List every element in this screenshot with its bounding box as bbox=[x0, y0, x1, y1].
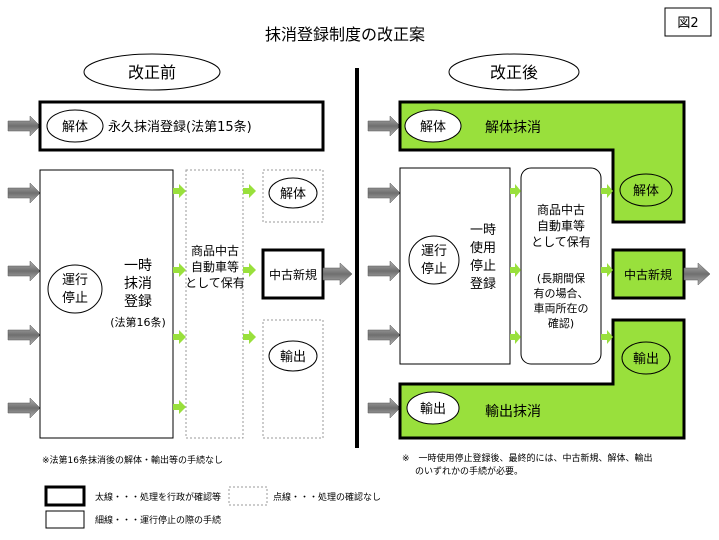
after-dismantle-row-oval bbox=[404, 109, 462, 143]
legend-thin-swatch bbox=[45, 510, 85, 529]
legend-dotted-swatch bbox=[228, 486, 268, 506]
small-arrow bbox=[173, 330, 186, 344]
before-stock-line1: 商品中古 bbox=[191, 243, 239, 258]
legend-thick-swatch bbox=[44, 485, 86, 507]
input-arrow bbox=[7, 182, 41, 204]
after-temp-line1: 一時 bbox=[470, 223, 496, 238]
small-arrow bbox=[601, 263, 613, 277]
before-stock-line3: として保有 bbox=[185, 276, 245, 290]
legend-thick: 太線・・・処理を行政が確認等 bbox=[95, 491, 221, 503]
small-arrow bbox=[243, 330, 256, 344]
before-used-registration: 中古新規 bbox=[269, 267, 317, 282]
after-export: 輸出 bbox=[633, 352, 659, 367]
before-export: 輸出 bbox=[280, 350, 306, 365]
input-arrow bbox=[7, 324, 41, 346]
after-dismantle-row-label: 解体抹消 bbox=[485, 120, 541, 136]
before-permanent-label: 永久抹消登録(法第15条) bbox=[108, 119, 252, 135]
small-arrow bbox=[510, 263, 521, 277]
after-dismantle: 解体 bbox=[633, 184, 659, 199]
after-output-arrow bbox=[683, 262, 711, 286]
after-stock-line3: として保有 bbox=[531, 235, 591, 249]
small-arrow bbox=[510, 184, 521, 198]
after-temp-oval bbox=[408, 235, 460, 285]
small-arrow bbox=[173, 263, 186, 277]
after-dismantle-oval bbox=[619, 173, 673, 207]
after-export-path bbox=[398, 318, 686, 440]
input-arrow bbox=[367, 182, 401, 204]
after-used-registration: 中古新規 bbox=[624, 267, 672, 282]
small-arrow bbox=[510, 330, 521, 344]
after-export-row-oval-text: 輸出 bbox=[420, 402, 446, 417]
before-dismantle: 解体 bbox=[280, 187, 306, 202]
before-export-oval bbox=[268, 340, 318, 372]
input-arrow bbox=[367, 324, 401, 346]
after-temp-oval-line1: 運行 bbox=[421, 244, 447, 259]
before-note: ※法第16条抹消後の解体・輸出等の手続なし bbox=[42, 454, 223, 466]
before-temp-oval-line1: 運行 bbox=[62, 273, 88, 288]
before-dismantle-oval bbox=[268, 177, 318, 209]
before-temp-line2: 抹消 bbox=[124, 276, 152, 292]
legend-dotted: 点線・・・処理の確認なし bbox=[273, 491, 381, 503]
after-header: 改正後 bbox=[490, 63, 538, 82]
before-permanent-oval-text: 解体 bbox=[62, 120, 88, 135]
after-dismantle-path bbox=[398, 100, 686, 224]
diagram-title: 抹消登録制度の改正案 bbox=[265, 25, 425, 44]
after-export-oval bbox=[621, 341, 671, 375]
after-temp-oval-line2: 停止 bbox=[421, 261, 447, 277]
figure-label-box bbox=[664, 7, 712, 37]
input-arrow bbox=[7, 397, 41, 419]
after-stock-line1: 商品中古 bbox=[537, 202, 585, 217]
small-arrow bbox=[173, 400, 186, 414]
before-stock-box bbox=[185, 169, 244, 439]
before-temp-oval bbox=[47, 264, 103, 314]
after-export-row-oval bbox=[406, 391, 460, 425]
small-arrow bbox=[601, 330, 613, 344]
before-header-oval bbox=[83, 53, 221, 91]
after-stock-line2: 自動車等 bbox=[537, 219, 585, 233]
after-stock-line6: 車両所在の bbox=[534, 301, 589, 315]
after-used-registration-box bbox=[611, 248, 686, 300]
after-header-oval bbox=[448, 53, 580, 91]
before-temp-line1: 一時 bbox=[124, 258, 152, 274]
before-output-arrow bbox=[322, 262, 353, 286]
before-temp-line3: 登録 bbox=[124, 294, 152, 310]
before-temp-box bbox=[39, 169, 174, 439]
after-dismantle-row-oval-text: 解体 bbox=[420, 120, 446, 135]
before-permanent-oval bbox=[46, 109, 104, 143]
small-arrow bbox=[243, 184, 256, 198]
legend-thin: 細線・・・運行停止の際の手続 bbox=[95, 514, 221, 526]
before-export-box bbox=[262, 319, 324, 439]
small-arrow bbox=[601, 184, 613, 198]
small-arrow bbox=[243, 263, 256, 277]
after-temp-line3: 停止 bbox=[470, 258, 496, 274]
after-small-arrows bbox=[510, 184, 613, 344]
input-arrow bbox=[367, 260, 401, 282]
after-stock-line4: (長期間保 bbox=[537, 271, 585, 285]
input-arrow bbox=[7, 115, 41, 137]
after-temp-line2: 使用 bbox=[470, 240, 496, 256]
after-note-line1: ※ 一時使用停止登録後、最終的には、中古新規、解体、輸出 bbox=[402, 452, 653, 464]
before-temp-line4: (法第16条) bbox=[110, 315, 166, 329]
input-arrow bbox=[7, 260, 41, 282]
before-input-arrows bbox=[7, 115, 41, 419]
figure-label: 図2 bbox=[677, 16, 698, 31]
after-stock-box bbox=[520, 167, 602, 365]
after-stock-line5: 有の場合、 bbox=[534, 286, 589, 300]
after-input-arrows bbox=[367, 115, 401, 419]
after-note-line2: のいずれかの手続が必要。 bbox=[415, 465, 523, 477]
before-stock-line2: 自動車等 bbox=[191, 260, 239, 274]
after-temp-line4: 登録 bbox=[470, 277, 496, 292]
before-header: 改正前 bbox=[128, 63, 176, 82]
before-small-arrows bbox=[173, 184, 256, 414]
input-arrow bbox=[367, 115, 401, 137]
after-stock-line7: 確認) bbox=[548, 316, 574, 330]
before-temp-oval-line2: 停止 bbox=[62, 290, 88, 306]
after-export-row-label: 輸出抹消 bbox=[485, 404, 541, 420]
small-arrow bbox=[173, 184, 186, 198]
input-arrow bbox=[367, 397, 401, 419]
